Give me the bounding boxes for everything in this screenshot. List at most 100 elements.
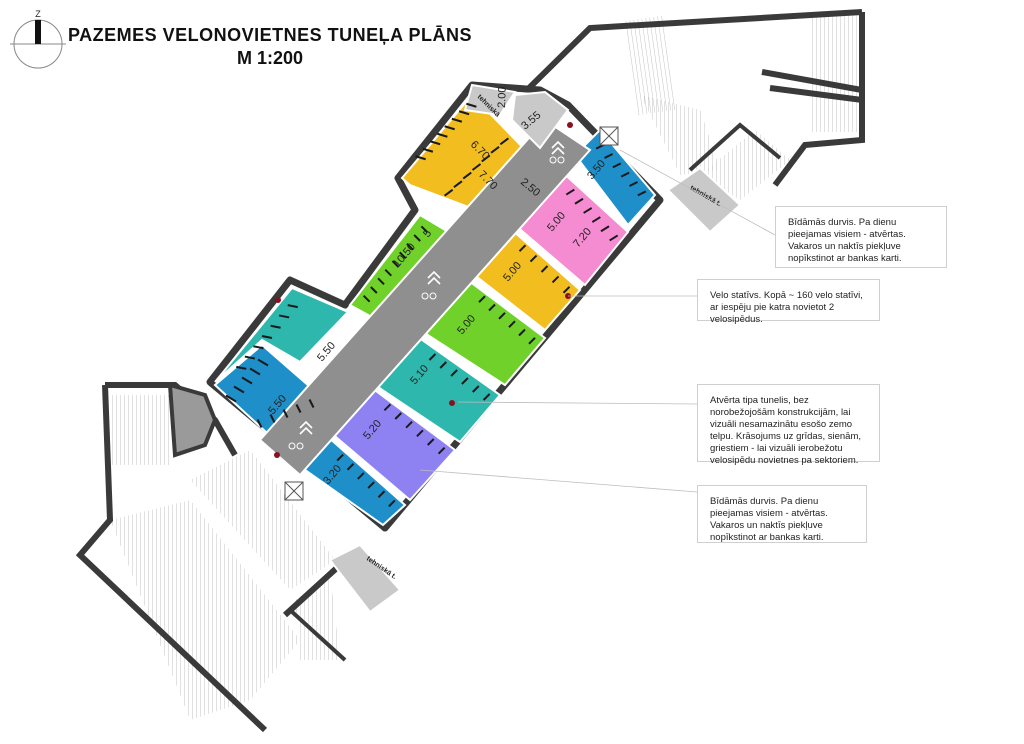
upper-stairs: [524, 9, 865, 200]
bike-rack-tick: [450, 369, 458, 377]
bike-racks: [225, 102, 647, 508]
bike-rack-tick: [346, 463, 355, 471]
bike-rack-tick: [370, 286, 378, 294]
note-open-tunnel: Atvērta tipa tunelis, bez norobežojošām …: [697, 384, 880, 466]
bike-rack-tick: [241, 376, 253, 385]
bike-rack-tick: [388, 499, 396, 508]
bike-rack-tick: [490, 146, 500, 154]
plan-scale: M 1:200: [236, 48, 304, 68]
bike-rack-tick: [498, 312, 506, 320]
bike-rack-tick: [620, 171, 630, 178]
plan-title: PAZEMES VELONOVIETNES TUNEĻA PLĀNS: [67, 25, 473, 45]
bike-rack-tick: [415, 155, 426, 161]
bike-rack-tick: [422, 147, 434, 153]
bike-rack-tick: [481, 154, 491, 163]
tech-room-bottom: tehniskā t.: [328, 543, 402, 614]
bike-rack-tick: [253, 345, 264, 350]
bike-rack-tick: [249, 367, 261, 376]
note-bike-stand: Velo statīvs. Kopā ~ 160 velo statīvi, a…: [697, 279, 880, 325]
corridor: [258, 118, 592, 477]
bike-rack-tick: [377, 490, 386, 498]
bike-rack-tick: [482, 393, 491, 401]
north-arrow: Z: [10, 9, 66, 69]
bike-rack-tick: [600, 225, 610, 233]
bike-rack-tick: [427, 438, 435, 446]
bike-rack-tick: [565, 188, 575, 196]
note-door-top: Bīdāmās durvis. Pa dienu pieejamas visie…: [775, 206, 947, 268]
bike-rack-tick: [428, 353, 437, 361]
bike-rack-tick: [453, 180, 463, 188]
bike-rack-tick: [612, 162, 622, 169]
bike-rack-tick: [278, 314, 290, 319]
bike-rack-tick: [466, 102, 477, 108]
door-symbol-bottom: [284, 481, 304, 501]
bike-rack-tick: [437, 446, 446, 455]
bike-rack-tick: [471, 163, 482, 171]
note-door-bottom: Bīdāmās durvis. Pa dienu pieejamas visie…: [697, 485, 867, 543]
bike-rack-tick: [236, 365, 247, 370]
bike-rack-tick: [562, 286, 571, 294]
bike-rack-tick: [383, 403, 392, 412]
bike-rack-tick: [472, 385, 480, 393]
bike-rack-tick: [444, 125, 455, 131]
bike-rack-tick: [233, 385, 245, 394]
bike-rack-tick: [461, 377, 469, 385]
bike-rack-tick: [518, 328, 526, 337]
bike-rack-tick: [336, 453, 344, 462]
bike-rack-tick: [399, 251, 407, 260]
bike-rack-tick: [518, 244, 527, 252]
lower-stairs: [75, 382, 347, 733]
bike-rack-tick: [257, 358, 269, 367]
bike-rack-tick: [591, 216, 601, 223]
bike-rack-tick: [394, 412, 402, 420]
bike-rack-tick: [439, 361, 447, 369]
bike-rack-tick: [269, 414, 276, 423]
bike-rack-tick: [508, 320, 516, 328]
bike-rack-tick: [405, 420, 413, 429]
bike-rack-tick: [488, 303, 496, 312]
door-markers: [274, 122, 573, 458]
bike-rack-tick: [377, 277, 385, 286]
leader-lines: [419, 149, 776, 493]
bike-rack-tick: [295, 404, 302, 413]
bike-rack-tick: [362, 294, 371, 303]
bike-rack-tick: [357, 472, 365, 480]
bike-rack-tick: [406, 242, 414, 251]
bike-rack-tick: [583, 207, 593, 214]
bike-rack-tick: [437, 132, 448, 138]
bike-rack-tick: [413, 234, 421, 242]
bike-rack-tick: [287, 304, 298, 309]
bike-rack-tick: [416, 429, 424, 438]
bike-rack-tick: [604, 153, 613, 159]
service-area-top: [510, 90, 570, 150]
bike-rack-tick: [420, 225, 429, 234]
bike-rack-tick: [609, 234, 619, 242]
bike-rack-tick: [462, 171, 472, 180]
dim-200: 2.00: [496, 86, 509, 108]
bicycle-icons: [288, 156, 565, 450]
title-block: PAZEMES VELONOVIETNES TUNEĻA PLĀNS M 1:2…: [60, 24, 480, 70]
corridor-markings: [299, 140, 565, 435]
bike-rack-tick: [529, 254, 538, 263]
bike-rack-tick: [384, 268, 392, 277]
north-label: Z: [35, 9, 41, 19]
bike-rack-tick: [256, 419, 263, 428]
bike-rack-tick: [528, 337, 536, 345]
bike-rack-tick: [451, 117, 463, 123]
bike-rack-tick: [308, 399, 315, 408]
bike-rack-tick: [429, 140, 441, 146]
bike-rack-tick: [261, 335, 273, 339]
bike-rack-tick: [540, 265, 549, 273]
bike-rack-tick: [225, 394, 237, 403]
bike-rack-tick: [629, 181, 638, 187]
bike-rack-tick: [391, 260, 400, 268]
bike-rack-tick: [282, 409, 289, 418]
bike-rack-tick: [458, 110, 470, 116]
sector-blue-top-right: [573, 128, 657, 227]
bike-rack-tick: [574, 197, 584, 205]
bike-rack-tick: [444, 188, 454, 197]
bike-rack-tick: [478, 295, 486, 303]
bike-rack-tick: [637, 190, 647, 197]
bike-rack-tick: [270, 324, 281, 329]
